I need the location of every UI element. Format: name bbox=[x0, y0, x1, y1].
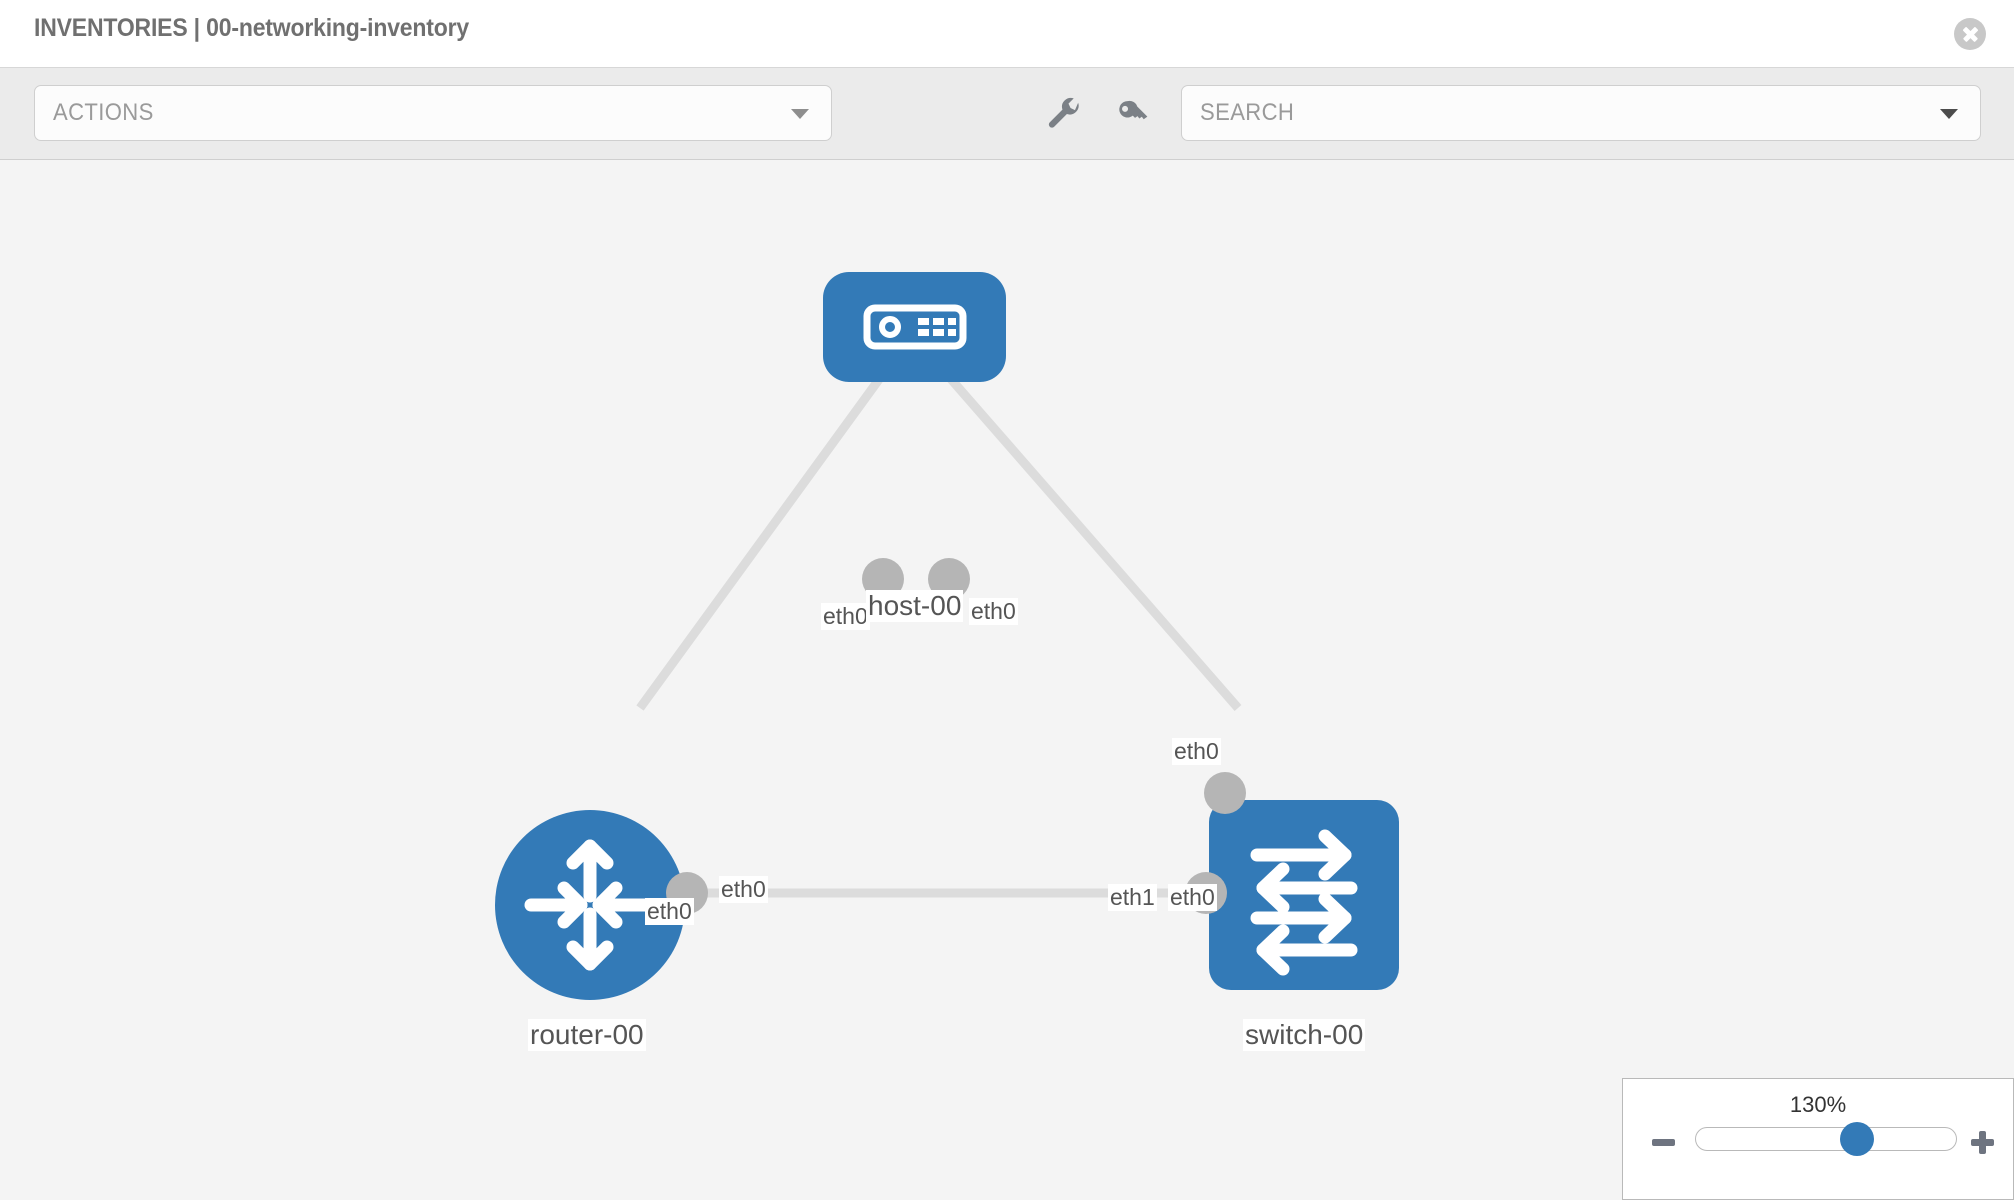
actions-dropdown[interactable]: ACTIONS bbox=[34, 85, 832, 141]
actions-dropdown-label: ACTIONS bbox=[53, 99, 154, 126]
interface-label-switch00-eth0-overlap: eth0 bbox=[1168, 884, 1217, 911]
interface-label-router00-eth0-up: eth0 bbox=[645, 898, 694, 925]
link-host00-switch00[interactable] bbox=[946, 375, 1242, 711]
topology-links bbox=[636, 375, 1242, 898]
interface-label-host00-eth0-right: eth0 bbox=[969, 598, 1018, 625]
close-icon[interactable] bbox=[1954, 18, 1986, 50]
toolbar: ACTIONS SEARCH bbox=[0, 68, 2014, 160]
topology-node-host-00[interactable] bbox=[823, 272, 1006, 382]
switch-node-shape bbox=[1209, 800, 1399, 990]
host-node-shape bbox=[823, 272, 1006, 382]
page-header: INVENTORIES | 00-networking-inventory bbox=[0, 0, 2014, 68]
search-input[interactable]: SEARCH bbox=[1181, 85, 1981, 141]
node-label-router-00: router-00 bbox=[528, 1019, 646, 1051]
chevron-down-icon[interactable] bbox=[1940, 109, 1958, 119]
link-host00-router00[interactable] bbox=[636, 375, 884, 711]
topology-node-switch-00[interactable] bbox=[1209, 800, 1399, 990]
search-placeholder: SEARCH bbox=[1200, 99, 1295, 126]
zoom-in-button[interactable] bbox=[1971, 1131, 1994, 1154]
switch-icon bbox=[1250, 829, 1358, 976]
interface-handle-switch00-eth0-top[interactable] bbox=[1204, 772, 1246, 814]
node-label-switch-00: switch-00 bbox=[1243, 1019, 1366, 1051]
topology-canvas[interactable]: eth0 eth0 host-00 bbox=[0, 160, 2014, 1200]
chevron-down-icon bbox=[791, 109, 809, 119]
interface-label-host00-eth0-left: eth0 bbox=[821, 603, 870, 630]
zoom-slider-track[interactable] bbox=[1695, 1127, 1957, 1151]
zoom-control-panel: 130% bbox=[1622, 1078, 2014, 1200]
interface-label-switch00-eth0-top: eth0 bbox=[1172, 738, 1221, 765]
server-icon bbox=[863, 304, 967, 350]
zoom-slider-thumb[interactable] bbox=[1840, 1122, 1875, 1156]
router-icon bbox=[524, 839, 656, 971]
interface-label-switch00-eth1: eth1 bbox=[1108, 884, 1157, 911]
zoom-out-button[interactable] bbox=[1652, 1139, 1675, 1146]
interface-label-router00-eth0-right: eth0 bbox=[719, 876, 768, 903]
node-label-host-00: host-00 bbox=[866, 590, 964, 622]
wrench-icon[interactable] bbox=[1046, 96, 1084, 134]
zoom-level-label: 130% bbox=[1789, 1092, 1847, 1117]
page-title: INVENTORIES | 00-networking-inventory bbox=[34, 14, 470, 42]
key-icon[interactable] bbox=[1113, 96, 1151, 134]
